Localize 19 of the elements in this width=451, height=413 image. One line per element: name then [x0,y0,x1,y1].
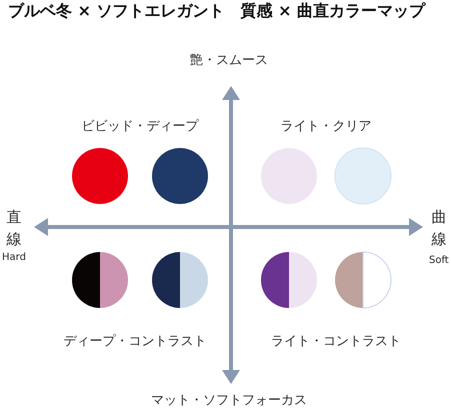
color-swatch [260,147,318,205]
axis-label: 艶・スムース [190,54,268,69]
axis-label: 直線 [6,207,22,250]
color-swatch [151,147,209,205]
split-color-swatch [151,251,209,309]
axis-label: 曲線 [431,207,447,250]
title: ブルベ冬 × ソフトエレガント 質感 × 曲直カラーマップ [8,2,426,20]
split-color-swatch [260,251,318,309]
quadrant-label: ライト・クリア [280,120,372,135]
axis-label: Soft [429,255,449,266]
axis-label: マット・ソフトフォーカス [151,394,307,409]
quadrant-label: ビビッド・ディープ [82,120,198,135]
quadrant-label: ライト・コントラスト [271,335,401,350]
split-color-swatch [334,251,392,309]
axis-label: Hard [2,252,26,264]
color-swatch [334,147,392,205]
quadrant-label: ディープ・コントラスト [64,335,206,350]
color-swatch [71,147,129,205]
split-color-swatch [71,251,129,309]
